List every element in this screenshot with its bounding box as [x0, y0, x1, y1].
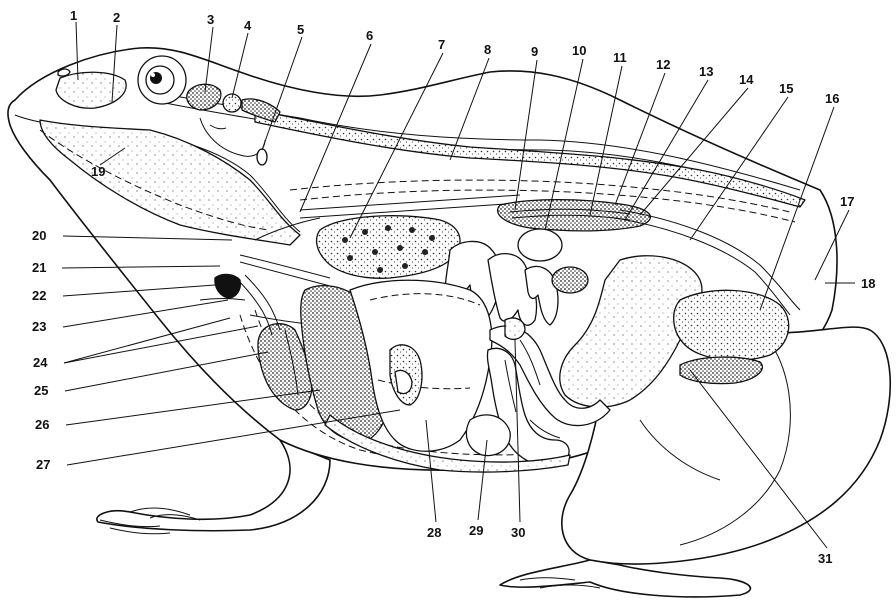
spleen — [552, 267, 588, 293]
callout-7: 7 — [438, 37, 445, 52]
nostril — [58, 69, 70, 76]
callout-22: 22 — [32, 288, 46, 303]
callout-26: 26 — [35, 417, 49, 432]
callout-28: 28 — [427, 525, 441, 540]
callout-14: 14 — [739, 72, 754, 87]
callout-27: 27 — [36, 457, 50, 472]
pancreas — [505, 318, 525, 339]
cloaca — [680, 357, 762, 384]
callout-10: 10 — [572, 43, 586, 58]
tympanic-ossicle — [257, 149, 267, 165]
callout-4: 4 — [244, 18, 252, 33]
callout-6: 6 — [366, 28, 373, 43]
urinary-bladder — [674, 290, 789, 360]
callout-8: 8 — [484, 42, 491, 57]
callout-29: 29 — [469, 523, 483, 538]
callout-31: 31 — [818, 551, 832, 566]
callout-16: 16 — [825, 91, 839, 106]
callout-3: 3 — [207, 12, 214, 27]
callout-1: 1 — [70, 8, 77, 23]
callout-18: 18 — [861, 276, 875, 291]
callout-19: 19 — [91, 164, 105, 179]
callout-12: 12 — [656, 57, 670, 72]
callout-9: 9 — [531, 44, 538, 59]
callout-5: 5 — [297, 22, 304, 37]
callout-17: 17 — [840, 194, 854, 209]
callout-15: 15 — [779, 81, 793, 96]
callout-20: 20 — [32, 228, 46, 243]
callout-11: 11 — [613, 50, 627, 65]
callout-13: 13 — [699, 64, 713, 79]
callout-24: 24 — [33, 355, 48, 370]
callout-2: 2 — [113, 10, 120, 25]
callout-21: 21 — [32, 260, 46, 275]
testis — [518, 229, 562, 261]
callout-23: 23 — [32, 319, 46, 334]
callout-25: 25 — [34, 383, 48, 398]
callout-30: 30 — [511, 525, 525, 540]
front-leg — [97, 440, 330, 531]
